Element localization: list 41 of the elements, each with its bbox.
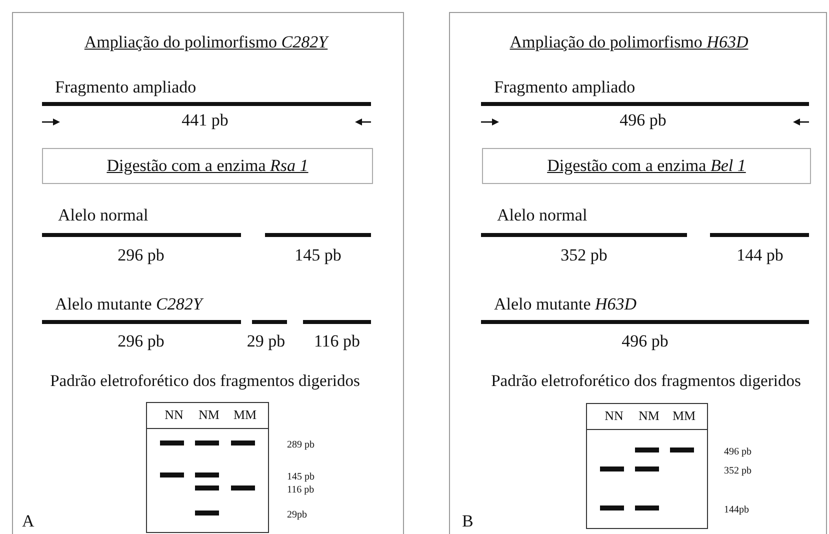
- text-label: 145 pb: [294, 246, 342, 266]
- panel-frame: [449, 12, 827, 534]
- text-label: Alelo mutante H63D: [494, 296, 637, 314]
- text-label: 496 pb: [622, 332, 668, 352]
- band-size-label: 496 pb: [724, 446, 752, 458]
- band-size-label: 29pb: [287, 510, 307, 520]
- band-size-label: 289 pb: [287, 440, 314, 450]
- text-label: Alelo normal: [497, 206, 588, 226]
- text-label: Padrão eletroforético dos fragmentos digeridos: [50, 372, 360, 390]
- lane-label: NM: [638, 408, 660, 424]
- band-size-label: 352 pb: [724, 466, 752, 476]
- text-label: 352 pb: [560, 246, 608, 266]
- text-label: Fragmento ampliado: [494, 78, 636, 98]
- lane-label: MM: [672, 408, 696, 424]
- panel-frame: [12, 12, 404, 534]
- text-label: B: [462, 512, 474, 532]
- step-text: Digestão com a enzima Bel 1: [547, 156, 746, 176]
- step-box: [42, 148, 373, 184]
- panel-title: Ampliação do polimorfismo H63D: [510, 34, 748, 52]
- text-label: 29 pb: [246, 332, 286, 352]
- text-label: 496 pb: [620, 112, 666, 130]
- text-label: Padrão eletroforético dos fragmentos digeridos: [491, 372, 801, 390]
- text-label: Alelo mutante C282Y: [55, 296, 202, 314]
- panel-title: Ampliação do polimorfismo C282Y: [84, 34, 328, 52]
- band-size-label: 145 pb: [287, 472, 314, 482]
- step-text: Digestão com a enzima Rsa 1: [106, 156, 308, 176]
- text-label: A: [22, 512, 34, 532]
- lane-label: MM: [233, 407, 257, 423]
- text-label: 144 pb: [736, 246, 784, 266]
- lane-label: NM: [198, 407, 220, 423]
- band-size-label: 116 pb: [287, 484, 314, 496]
- text-label: Fragmento ampliado: [55, 78, 196, 98]
- band-size-label: 144pb: [724, 504, 749, 516]
- text-label: Alelo normal: [58, 206, 148, 226]
- text-label: 296 pb: [118, 246, 164, 266]
- text-label: 116 pb: [314, 332, 360, 352]
- lane-label: NN: [164, 407, 184, 423]
- lane-label: NN: [604, 408, 624, 424]
- text-label: 296 pb: [118, 332, 164, 352]
- text-label: 441 pb: [182, 112, 228, 130]
- step-box: [482, 148, 811, 184]
